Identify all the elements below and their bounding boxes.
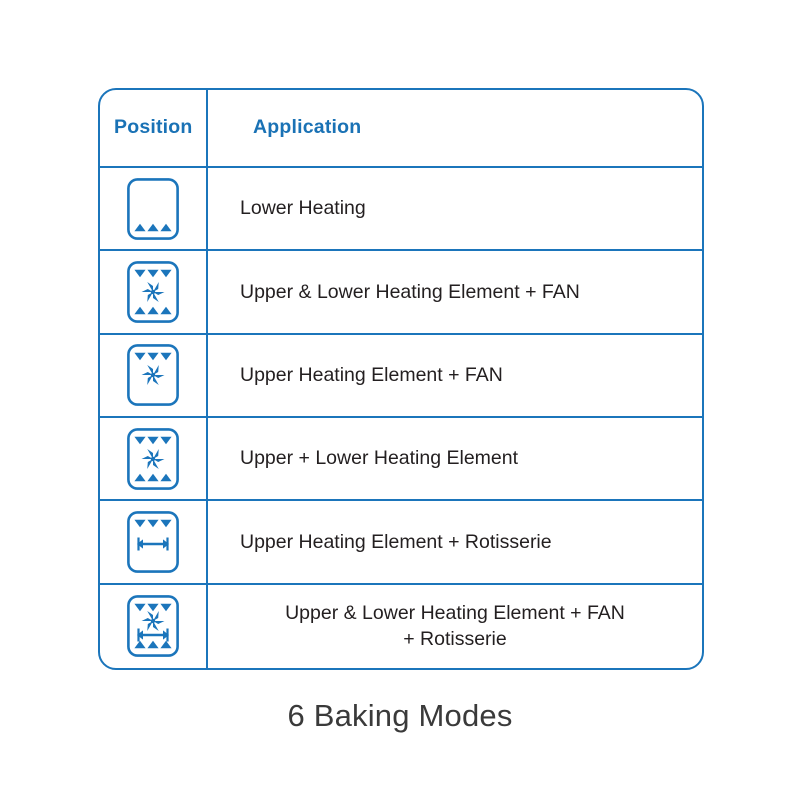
application-label: Upper Heating Element + Rotisserie bbox=[240, 530, 552, 553]
application-cell: Upper & Lower Heating Element + FAN bbox=[208, 251, 702, 332]
table-row: Upper + Lower Heating Element bbox=[100, 417, 702, 502]
application-cell: Lower Heating bbox=[208, 168, 702, 249]
application-cell: Upper & Lower Heating Element + FAN + Ro… bbox=[208, 585, 702, 668]
position-cell bbox=[100, 334, 208, 416]
oven-mode-upper-heating-fan-icon bbox=[127, 344, 179, 407]
application-label: Lower Heating bbox=[240, 197, 366, 220]
column-header-position: Position bbox=[114, 116, 193, 139]
table-row: Upper Heating Element + Rotisserie bbox=[100, 501, 702, 585]
position-cell bbox=[100, 501, 208, 583]
column-header-application: Application bbox=[253, 116, 362, 139]
header-cell-application: Application bbox=[208, 90, 702, 166]
application-cell: Upper Heating Element + Rotisserie bbox=[208, 501, 702, 582]
page-caption: 6 Baking Modes bbox=[287, 698, 513, 733]
application-label: Upper & Lower Heating Element + FAN + Ro… bbox=[285, 602, 625, 651]
oven-mode-upper-heating-rotisserie-icon bbox=[127, 511, 179, 573]
position-cell bbox=[100, 251, 208, 333]
oven-mode-upper-lower-heating-icon bbox=[127, 427, 179, 490]
position-cell bbox=[100, 417, 208, 500]
position-cell bbox=[100, 584, 208, 668]
application-cell: Upper Heating Element + FAN bbox=[208, 335, 702, 416]
position-cell bbox=[100, 167, 208, 250]
application-label: Upper & Lower Heating Element + FAN bbox=[240, 280, 580, 303]
table-row: Upper Heating Element + FAN bbox=[100, 334, 702, 418]
header-cell-position: Position bbox=[100, 90, 208, 166]
oven-mode-upper-lower-heating-fan-icon bbox=[127, 260, 179, 323]
table-row: Lower Heating bbox=[100, 167, 702, 252]
application-label: Upper + Lower Heating Element bbox=[240, 447, 519, 470]
application-cell: Upper + Lower Heating Element bbox=[208, 418, 702, 499]
table-header-row: Position Application bbox=[100, 90, 702, 168]
oven-mode-lower-heating-icon bbox=[127, 177, 179, 240]
table-row: Upper & Lower Heating Element + FAN + Ro… bbox=[100, 584, 702, 668]
oven-mode-upper-lower-heating-fan-rotisserie-icon bbox=[127, 595, 179, 658]
table-row: Upper & Lower Heating Element + FAN bbox=[100, 251, 702, 335]
application-label: Upper Heating Element + FAN bbox=[240, 364, 503, 387]
